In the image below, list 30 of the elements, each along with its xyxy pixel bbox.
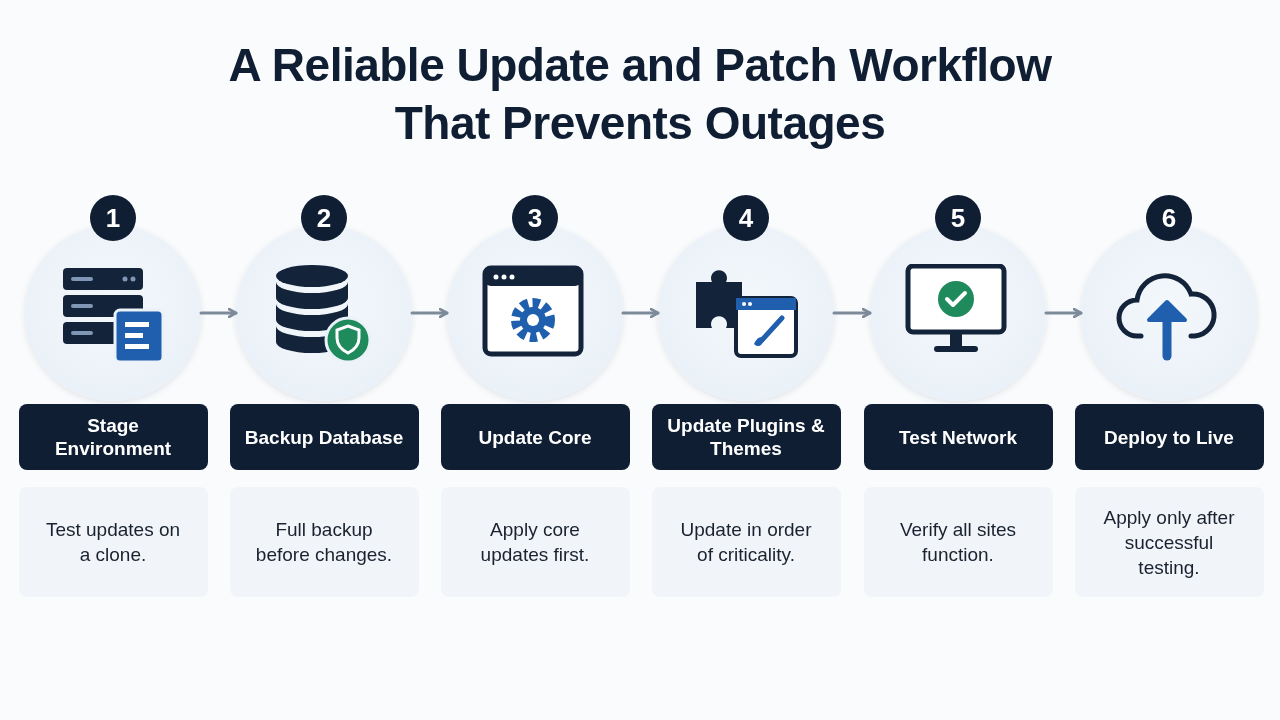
step-number: 5 (935, 195, 981, 241)
step-number: 3 (512, 195, 558, 241)
step-description: Apply core updates first. (479, 518, 591, 567)
arrow (199, 307, 238, 319)
step-number: 6 (1146, 195, 1192, 241)
step-title-box (229, 404, 419, 470)
step-title-box (863, 404, 1053, 470)
step-title-box (651, 404, 841, 470)
step-title: Update Plugins & Themes (666, 414, 826, 460)
step-description: Apply only after successful testing. (1102, 505, 1236, 580)
step-number: 1 (90, 195, 136, 241)
arrow (621, 307, 660, 319)
step-description: Test updates on a clone. (44, 518, 182, 567)
step-description: Update in order of criticality. (679, 518, 813, 567)
step-title: Backup Database (244, 425, 404, 449)
step-title: Test Network (899, 425, 1017, 449)
step-title: Update Core (478, 425, 592, 449)
step-number: 4 (723, 195, 769, 241)
arrow (1044, 307, 1083, 319)
step-title-box (440, 404, 630, 470)
step-title: Stage Environment (53, 414, 173, 460)
step-title: Deploy to Live (1104, 425, 1234, 449)
title: A Reliable Update and Patch Workflow That Prevents Outages (227, 38, 1053, 151)
arrow (832, 307, 872, 319)
step-number: 2 (301, 195, 347, 241)
step-description: Full backup before changes. (254, 518, 394, 567)
step-description: Verify all sites function. (898, 518, 1018, 567)
step-title-box (18, 404, 208, 470)
arrow (410, 307, 449, 319)
step-title-box (1074, 404, 1264, 470)
